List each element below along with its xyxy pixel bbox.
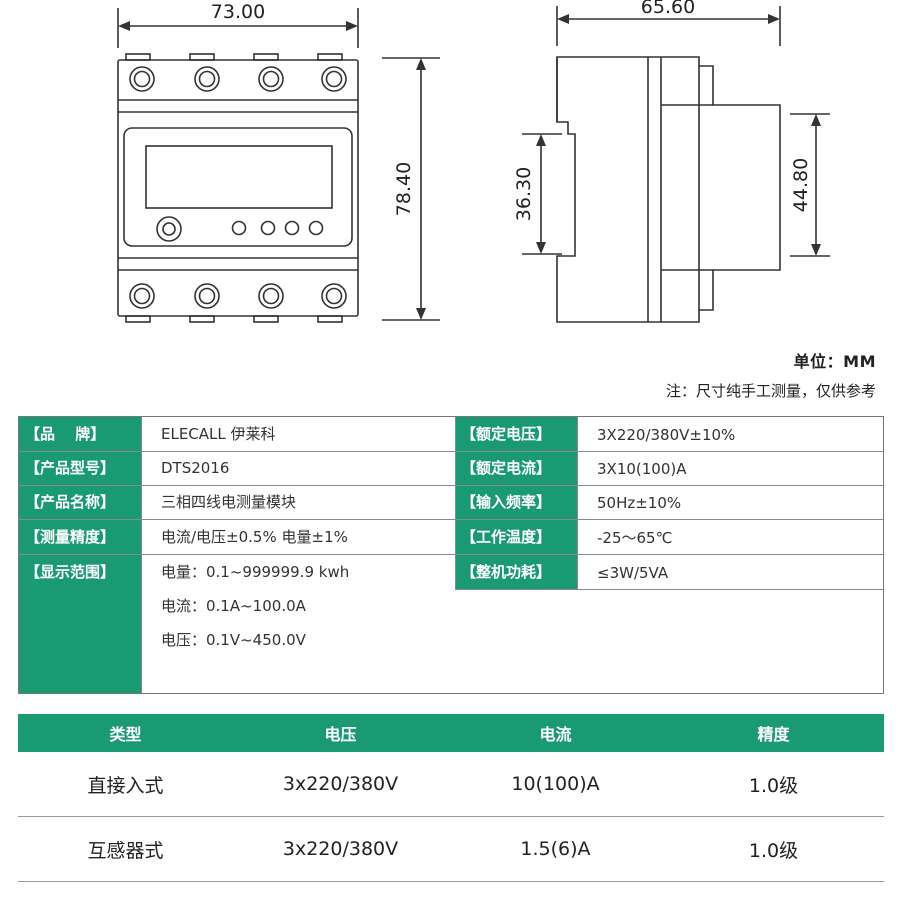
- header-current: 电流: [539, 725, 572, 744]
- type-table-header: 类型 电压 电流 精度: [18, 714, 884, 752]
- cell-accuracy: 1.0级: [748, 839, 799, 862]
- unit-label: 单位：MM: [793, 352, 876, 371]
- spec-value-display-energy: 电量：0.1~999999.9 kwh: [161, 563, 350, 581]
- spec-value-power: ≤3W/5VA: [597, 564, 669, 582]
- spec-value-rated-voltage: 3X220/380V±10%: [597, 426, 736, 444]
- spec-label-brand: 【品 牌】: [25, 425, 106, 443]
- spec-value-display-current: 电流：0.1A~100.0A: [161, 597, 306, 615]
- left-label-band: [19, 417, 141, 693]
- type-table: 类型 电压 电流 精度 直接入式 3x220/380V 10(100)A 1.0…: [18, 714, 884, 882]
- spec-label-model: 【产品型号】: [25, 459, 116, 477]
- cell-accuracy: 1.0级: [748, 774, 799, 797]
- side-view: [522, 6, 830, 323]
- spec-label-display-range: 【显示范围】: [25, 563, 116, 581]
- header-voltage: 电压: [324, 725, 357, 744]
- dimension-drawing: 73.00 78.40 65.60 36.30 44.80: [117, 0, 830, 323]
- spec-label-frequency: 【输入频率】: [461, 493, 552, 511]
- table-row: 互感器式 3x220/380V 1.5(6)A 1.0级: [18, 817, 884, 882]
- spec-label-temperature: 【工作温度】: [461, 528, 552, 546]
- front-height-dim: 78.40: [393, 162, 415, 216]
- spec-value-temperature: -25～65℃: [597, 529, 673, 547]
- front-view: [117, 8, 440, 323]
- spec-label-accuracy: 【测量精度】: [25, 528, 116, 546]
- cell-type: 互感器式: [87, 839, 164, 862]
- side-inner-height-dim: 36.30: [513, 167, 535, 221]
- cell-current: 1.5(6)A: [520, 838, 591, 860]
- spec-value-frequency: 50Hz±10%: [597, 494, 682, 512]
- spec-value-rated-current: 3X10(100)A: [597, 460, 687, 478]
- right-label-band: [455, 417, 577, 589]
- header-type: 类型: [109, 725, 142, 744]
- table-row: 直接入式 3x220/380V 10(100)A 1.0级: [18, 752, 884, 817]
- front-width-dim: 73.00: [211, 1, 265, 23]
- spec-label-rated-current: 【额定电流】: [461, 459, 552, 477]
- spec-value-accuracy: 电流/电压±0.5% 电量±1%: [161, 528, 348, 546]
- spec-label-power: 【整机功耗】: [461, 563, 552, 581]
- cell-current: 10(100)A: [511, 773, 600, 795]
- spec-value-product-name: 三相四线电测量模块: [161, 493, 297, 511]
- cell-voltage: 3x220/380V: [282, 838, 399, 860]
- side-width-dim: 65.60: [641, 0, 695, 18]
- spec-value-model: DTS2016: [161, 459, 230, 477]
- header-accuracy: 精度: [757, 725, 790, 744]
- spec-value-brand: ELECALL 伊莱科: [161, 425, 276, 443]
- cell-voltage: 3x220/380V: [282, 773, 399, 795]
- measurement-note: 注：尺寸纯手工测量，仅供参考: [665, 382, 876, 400]
- spec-value-display-voltage: 电压：0.1V~450.0V: [161, 631, 306, 649]
- cell-type: 直接入式: [87, 774, 164, 797]
- side-rail-height-dim: 44.80: [790, 158, 812, 212]
- spec-table: 【品 牌】 【产品型号】 【产品名称】 【测量精度】 【显示范围】 ELECAL…: [18, 416, 884, 694]
- spec-label-product-name: 【产品名称】: [25, 493, 116, 511]
- spec-label-rated-voltage: 【额定电压】: [461, 425, 552, 443]
